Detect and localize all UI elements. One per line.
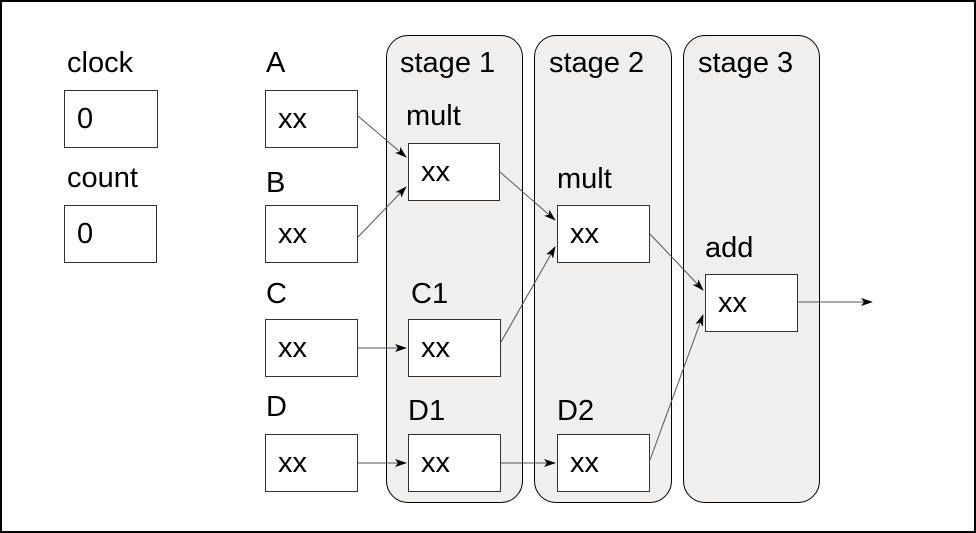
stage-3-add-box: xx: [705, 274, 798, 332]
stage-1-d1-label: D1: [408, 395, 446, 427]
stage-3-title: stage 3: [698, 47, 794, 79]
stage-1-c1-label: C1: [411, 278, 449, 310]
stage-1-title: stage 1: [400, 47, 496, 79]
input-b-label: B: [266, 167, 286, 199]
count-label: count: [67, 162, 138, 194]
stage-1-mult-label: mult: [406, 100, 461, 132]
clock-label: clock: [67, 47, 134, 79]
input-d-label: D: [266, 391, 287, 423]
stage-1-c1-box: xx: [408, 319, 501, 377]
stage-3-add-label: add: [705, 232, 754, 264]
stage-1-panel: [386, 35, 523, 503]
input-c-box: xx: [265, 319, 358, 377]
input-b-box: xx: [265, 205, 358, 263]
stage-1-mult-box: xx: [408, 143, 500, 201]
input-a-box: xx: [265, 90, 358, 148]
stage-2-mult-box: xx: [557, 205, 650, 263]
stage-2-d2-label: D2: [557, 395, 595, 427]
stage-1-d1-box: xx: [408, 434, 501, 492]
stage-3-panel: [683, 35, 820, 503]
stage-2-title: stage 2: [549, 47, 645, 79]
input-a-label: A: [266, 47, 286, 79]
stage-2-panel: [534, 35, 672, 503]
stage-2-mult-label: mult: [557, 163, 612, 195]
input-d-box: xx: [265, 434, 358, 492]
count-value-box: 0: [64, 205, 157, 263]
input-c-label: C: [266, 278, 287, 310]
clock-value-box: 0: [64, 90, 158, 148]
stage-2-d2-box: xx: [557, 434, 650, 492]
